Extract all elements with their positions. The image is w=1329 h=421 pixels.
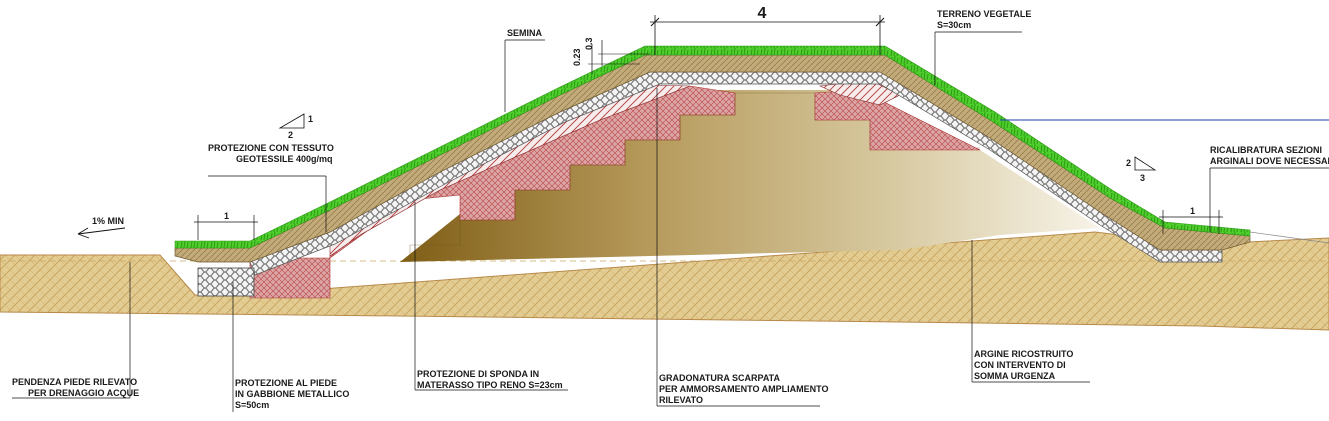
slope-indicator-left: 1 2 xyxy=(278,113,313,140)
slope-indicator-right: 2 3 xyxy=(1126,156,1157,183)
label-tessuto-geotessile: PROTEZIONE CON TESSUTO GEOTESSILE 400g/m… xyxy=(208,143,334,232)
svg-text:RICALIBRATURA SEZIONI: RICALIBRATURA SEZIONI xyxy=(1210,145,1322,155)
dim-03: 0.3 xyxy=(584,37,594,50)
label-ricalibratura: RICALIBRATURA SEZIONI ARGINALI DOVE NECE… xyxy=(1209,145,1329,232)
crest-dimension: 4 xyxy=(650,5,885,55)
label-argine-ricostruito: ARGINE RICOSTRUITO CON INTERVENTO DI SOM… xyxy=(971,240,1090,383)
grass-layer xyxy=(174,45,1251,249)
svg-text:MATERASSO TIPO RENO S=23cm: MATERASSO TIPO RENO S=23cm xyxy=(417,380,563,390)
toe-gabion-left xyxy=(197,267,255,297)
svg-text:SEMINA: SEMINA xyxy=(507,28,543,38)
svg-text:S=30cm: S=30cm xyxy=(937,20,971,30)
svg-text:RILEVATO: RILEVATO xyxy=(659,395,703,405)
label-semina: SEMINA xyxy=(504,28,545,112)
slope-left-horizontal: 2 xyxy=(288,130,293,140)
drainage-slope-arrow: 1% MIN xyxy=(77,216,126,239)
label-gabbione: PROTEZIONE AL PIEDE IN GABBIONE METALLIC… xyxy=(232,282,349,412)
svg-text:SOMMA URGENZA: SOMMA URGENZA xyxy=(974,371,1056,381)
slope-left-vertical: 1 xyxy=(308,114,313,124)
dim-023: 0.23 xyxy=(572,48,582,66)
slope-right-horizontal: 3 xyxy=(1140,173,1145,183)
svg-text:PER AMMORSAMENTO AMPLIAMENTO: PER AMMORSAMENTO AMPLIAMENTO xyxy=(659,384,829,394)
svg-text:TERRENO VEGETALE: TERRENO VEGETALE xyxy=(937,9,1031,19)
label-materasso-reno: PROTEZIONE DI SPONDA IN MATERASSO TIPO R… xyxy=(414,202,568,391)
svg-text:ARGINE RICOSTRUITO: ARGINE RICOSTRUITO xyxy=(974,349,1073,359)
svg-text:PROTEZIONE DI SPONDA IN: PROTEZIONE DI SPONDA IN xyxy=(417,369,539,379)
label-terreno-vegetale: TERRENO VEGETALE S=30cm xyxy=(934,9,1031,85)
svg-text:IN GABBIONE METALLICO: IN GABBIONE METALLICO xyxy=(235,389,349,399)
toe-dimension-left: 1 xyxy=(194,211,258,240)
thickness-dimensions: 0.23 0.3 xyxy=(572,37,650,74)
svg-text:ARGINALI DOVE NECESSARIO: ARGINALI DOVE NECESSARIO xyxy=(1210,156,1329,166)
label-gradonatura: GRADONATURA SCARPATA PER AMMORSAMENTO AM… xyxy=(656,88,829,407)
svg-text:PROTEZIONE AL PIEDE: PROTEZIONE AL PIEDE xyxy=(235,378,337,388)
label-pendenza-piede: PENDENZA PIEDE RILEVATO PER DRENAGGIO AC… xyxy=(12,262,139,399)
toe-right-value: 1 xyxy=(1190,206,1195,216)
drainage-slope-label: 1% MIN xyxy=(92,216,124,226)
toe-dimension-right: 1 xyxy=(1159,206,1223,234)
slope-right-vertical: 2 xyxy=(1126,158,1131,168)
svg-text:PENDENZA PIEDE RILEVATO: PENDENZA PIEDE RILEVATO xyxy=(12,377,137,387)
svg-text:CON INTERVENTO DI: CON INTERVENTO DI xyxy=(974,360,1066,370)
svg-text:PER DRENAGGIO ACQUE: PER DRENAGGIO ACQUE xyxy=(28,388,139,398)
ground-thin-line xyxy=(1249,231,1329,244)
toe-left-value: 1 xyxy=(224,211,229,221)
svg-text:GEOTESSILE 400g/mq: GEOTESSILE 400g/mq xyxy=(236,154,333,164)
svg-text:GRADONATURA SCARPATA: GRADONATURA SCARPATA xyxy=(659,373,780,383)
svg-text:PROTEZIONE CON TESSUTO: PROTEZIONE CON TESSUTO xyxy=(208,143,334,153)
svg-text:S=50cm: S=50cm xyxy=(235,400,269,410)
crest-width-value: 4 xyxy=(758,5,767,22)
